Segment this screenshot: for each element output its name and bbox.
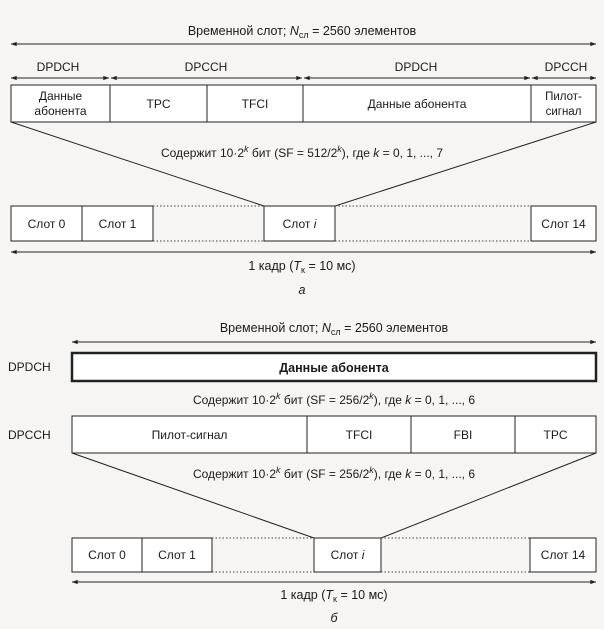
a-slot-1 [81,205,154,242]
b-field-fbi [410,415,516,454]
b-slot-14 [529,537,597,573]
b-field-fbi-label: FBI [454,428,473,442]
part-b: Временной слот; Nсл = 2560 элементов DPD… [8,321,598,625]
a-slot-0-label: Слот 0 [28,217,66,231]
a-expand-line-right [334,121,597,207]
b-slot-1 [141,537,213,573]
b-field-pilot [71,415,308,454]
b-slot-1-label: Слот 1 [158,548,196,562]
b-slot-0 [71,537,143,573]
a-field-tpc-label: TPC [147,97,171,111]
a-field-tpc [109,84,208,123]
a-channel-label-dpcch-1: DPCCH [185,60,228,74]
b-dpdch-label: DPDCH [8,360,51,374]
a-slot-14 [530,205,597,242]
a-slot-1-label: Слот 1 [99,217,137,231]
b-field-tfci [306,415,412,454]
b-field-tpc-label: TPC [544,428,568,442]
a-slot-i-label: Слот i [283,217,317,231]
a-expand-line-left [10,121,265,207]
a-field-pilot [530,84,597,123]
b-dpdch-field [70,351,598,383]
a-channel-label-dpdch-1: DPDCH [37,60,80,74]
b-field-pilot-label: Пилот-сигнал [152,428,228,442]
b-expand-line-right [380,452,597,539]
b-contains-label-2: Содержит 10·2k бит (SF = 256/2k), где k … [193,465,475,481]
b-slot-i-label: Слот i [331,548,365,562]
a-slot-14-label: Слот 14 [541,217,586,231]
b-slot-i [313,537,382,573]
a-frame-label: 1 кадр (Tк = 10 мс) [248,259,355,275]
a-field-data-2 [302,84,532,123]
a-field-data-2-label: Данные абонента [368,97,467,111]
a-slot-i [263,205,336,242]
a-slot-length-label: Временной слот; Nсл = 2560 элементов [188,24,417,40]
a-field-pilot-line2: сигнал [546,106,582,118]
a-caption: а [299,283,306,297]
b-frame-label: 1 кадр (Tк = 10 мс) [280,588,387,604]
a-field-data-1-line2: абонента [34,104,87,118]
a-field-tfci [206,84,304,123]
b-dpdch-field-label: Данные абонента [279,361,390,375]
b-caption: б [330,611,338,625]
b-field-tfci-label: TFCI [346,428,373,442]
b-slot-length-label: Временной слот; Nсл = 2560 элементов [220,321,449,337]
b-expand-line-left [71,452,315,539]
a-field-data-1 [10,84,111,123]
a-field-data-1-line1: Данные [39,89,83,103]
b-dpcch-label: DPCCH [8,428,51,442]
a-channel-label-dpcch-2: DPCCH [545,60,588,74]
a-field-pilot-line1: Пилот- [545,91,582,103]
b-slot-0-label: Слот 0 [88,548,126,562]
part-a: Временной слот; Nсл = 2560 элементов DPD… [10,24,597,297]
b-field-tpc [514,415,597,454]
a-contains-label: Содержит 10·2k бит (SF = 512/2k), где k … [161,144,443,160]
a-field-tfci-label: TFCI [242,97,269,111]
a-channel-label-dpdch-2: DPDCH [395,60,438,74]
b-slot-14-label: Слот 14 [541,548,586,562]
b-contains-label-1: Содержит 10·2k бит (SF = 256/2k), где k … [193,391,475,407]
